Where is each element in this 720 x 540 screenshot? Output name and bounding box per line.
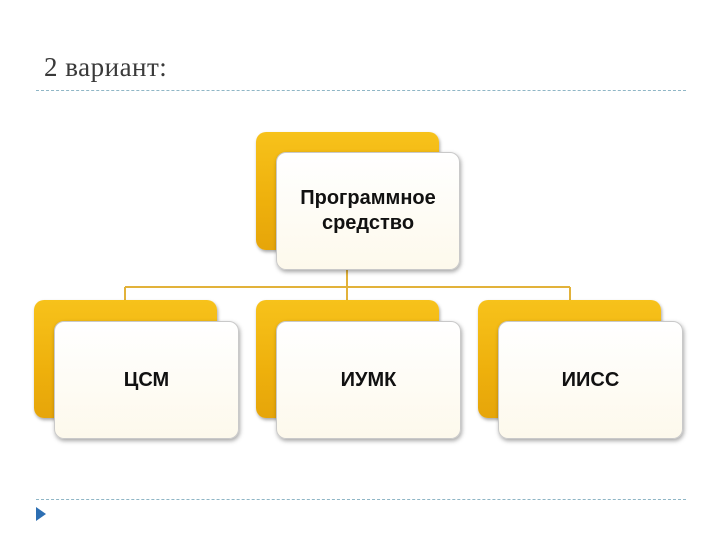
- footer-divider: [36, 499, 686, 500]
- root-node-front: Программное средство: [276, 152, 460, 270]
- slide-title: 2 вариант:: [44, 52, 168, 82]
- child-node-csm: ЦСМ: [34, 300, 239, 439]
- root-node-line1: Программное: [300, 187, 436, 209]
- child-node-label: ИУМК: [340, 368, 397, 391]
- root-node: Программное средство: [256, 132, 460, 270]
- child-node-front: ИИСС: [498, 321, 683, 439]
- child-node-label: ИИСС: [561, 368, 620, 391]
- child-node-front: ЦСМ: [54, 321, 239, 439]
- root-node-line2: средство: [321, 212, 415, 234]
- child-node-label: ЦСМ: [123, 368, 170, 391]
- bullet-arrow-icon: [36, 507, 46, 521]
- title-divider: [36, 90, 686, 91]
- child-node-iumk: ИУМК: [256, 300, 461, 439]
- root-node-label: Программное средство: [300, 186, 436, 236]
- child-node-iiss: ИИСС: [478, 300, 683, 439]
- child-node-front: ИУМК: [276, 321, 461, 439]
